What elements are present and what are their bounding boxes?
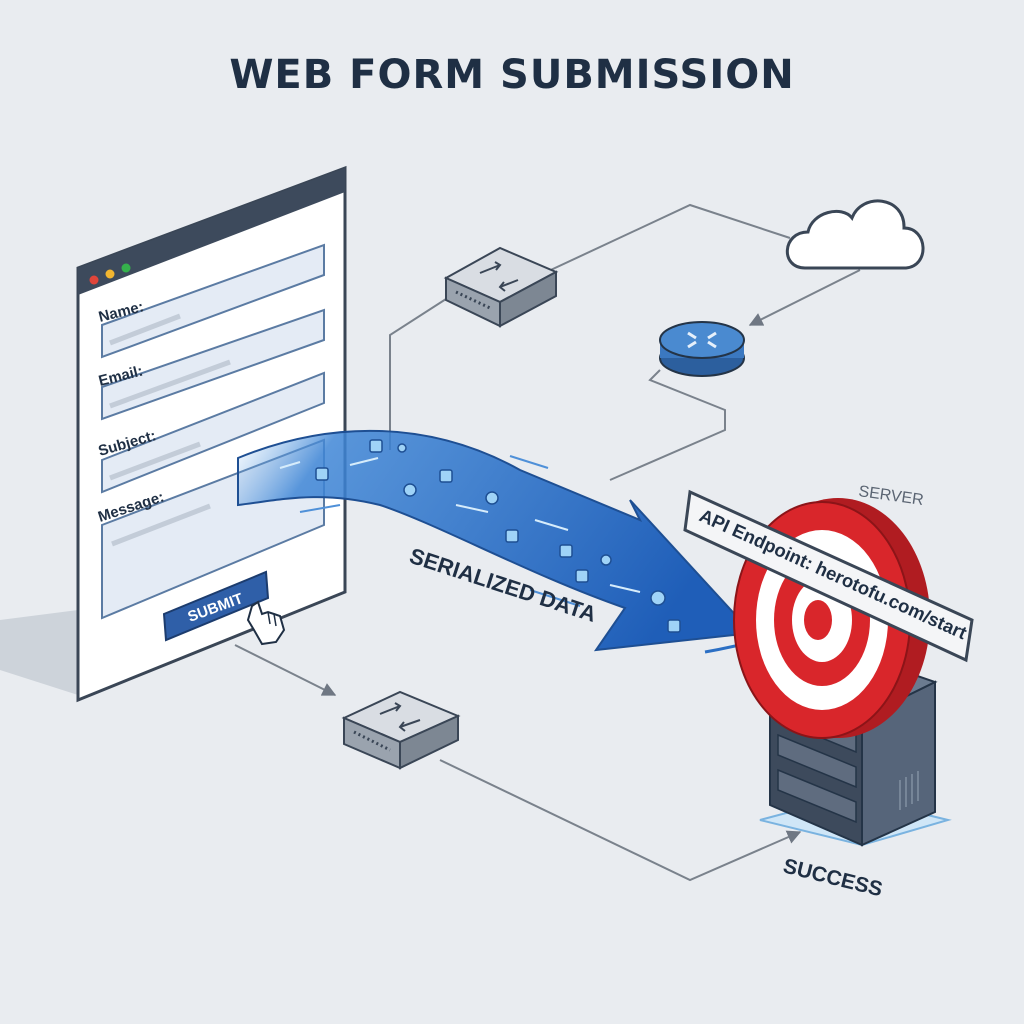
- success-label: SUCCESS: [781, 855, 885, 902]
- switch-icon: [443, 246, 559, 328]
- cursor-hand-icon: [246, 600, 286, 646]
- close-dot-icon[interactable]: [89, 275, 99, 285]
- browser-window: Name: Email: Subject: Message: SUBMIT: [76, 165, 347, 703]
- network-lines: [234, 203, 861, 882]
- switch-icon: [341, 690, 461, 770]
- diagram-title: WEB FORM SUBMISSION: [229, 52, 795, 98]
- subject-field[interactable]: [101, 371, 325, 494]
- minimize-dot-icon[interactable]: [105, 269, 115, 279]
- name-field[interactable]: [101, 243, 325, 359]
- maximize-dot-icon[interactable]: [121, 263, 131, 273]
- browser-titlebar: [78, 168, 345, 295]
- browser-shadow: [0, 610, 78, 695]
- cloud-icon: [785, 199, 925, 270]
- email-field[interactable]: [101, 308, 325, 421]
- router-icon: [659, 321, 745, 377]
